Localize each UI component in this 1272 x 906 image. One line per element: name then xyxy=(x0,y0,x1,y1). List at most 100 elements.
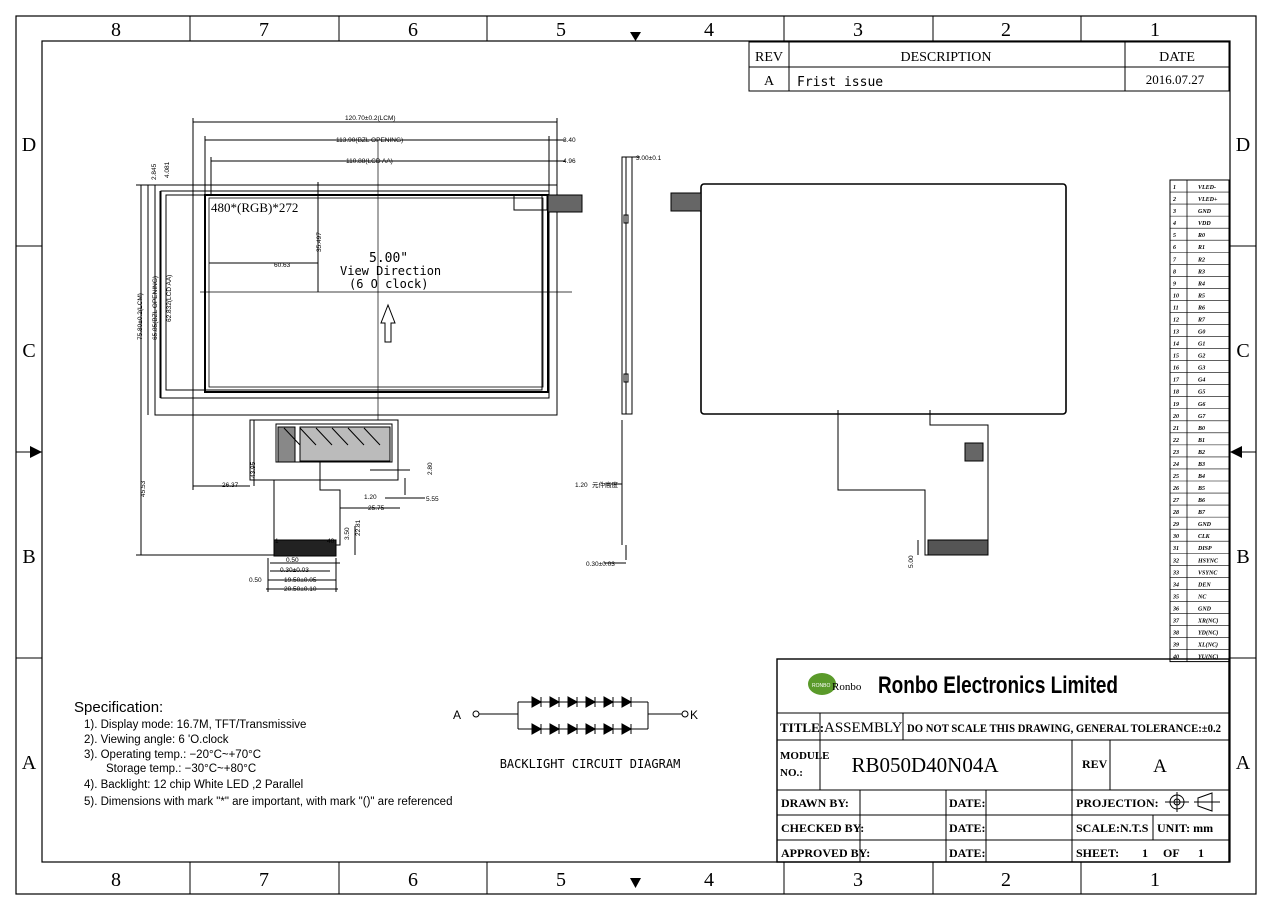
col-label: 7 xyxy=(259,19,269,41)
sheet-label: SHEET: xyxy=(1076,846,1119,860)
pin-signal: G6 xyxy=(1198,402,1205,408)
backlight-circuit xyxy=(472,696,689,735)
row-label: A xyxy=(22,752,37,774)
date-header: DATE xyxy=(1159,50,1195,65)
unit-label: UNIT: mm xyxy=(1157,821,1213,835)
pin-signal: G3 xyxy=(1198,366,1205,372)
pin-number: 5 xyxy=(1173,233,1176,239)
pin-number: 1 xyxy=(1173,185,1176,191)
pin-number: 16 xyxy=(1173,366,1179,372)
date-label: DATE: xyxy=(949,821,985,835)
pin-number: 8 xyxy=(1173,269,1176,275)
title-value: ASSEMBLY xyxy=(824,720,903,736)
backlight-caption: BACKLIGHT CIRCUIT DIAGRAM xyxy=(500,757,681,771)
logo-badge: RONBO xyxy=(812,683,830,689)
pin-number: 35 xyxy=(1172,594,1179,600)
pin-signal: G1 xyxy=(1198,342,1205,348)
pin-number: 24 xyxy=(1172,462,1179,468)
side-view xyxy=(604,156,640,564)
clock-label: (6 O clock) xyxy=(349,277,428,291)
dim-280: 2.80 xyxy=(427,462,434,475)
revision-table: REV DESCRIPTION DATE A Frist issue 2016.… xyxy=(748,41,1230,92)
dim-side-120: 1.20 xyxy=(575,482,588,489)
pin-signal: G2 xyxy=(1198,354,1205,360)
resolution-label: 480*(RGB)*272 xyxy=(211,200,298,215)
pin-number: 28 xyxy=(1172,510,1179,516)
scale-label: SCALE:N.T.S xyxy=(1076,821,1149,835)
col-label: 8 xyxy=(111,869,121,891)
pin-signal: B4 xyxy=(1197,474,1205,480)
pin-number: 25 xyxy=(1172,474,1179,480)
dim-4081: 4.081 xyxy=(164,161,171,178)
pin-number: 22 xyxy=(1172,438,1179,444)
pin-signal: DISP xyxy=(1197,546,1212,552)
rev-label: REV xyxy=(1082,757,1108,771)
dim-120: 1.20 xyxy=(364,494,377,501)
pin-signal: G7 xyxy=(1198,414,1206,420)
pin-signal: B5 xyxy=(1197,486,1205,492)
pin-signal: XL(NC) xyxy=(1197,642,1218,649)
pin-number: 36 xyxy=(1172,606,1179,612)
anode-label: A xyxy=(453,708,461,722)
size-label: 5.00" xyxy=(369,251,408,266)
pin-number: 21 xyxy=(1172,426,1179,432)
led-diode-icon xyxy=(531,696,633,735)
dim-350: 3.50 xyxy=(344,527,351,540)
dim-4395: 43.95 xyxy=(250,461,257,478)
pin-number: 32 xyxy=(1172,558,1179,564)
pin-number: 31 xyxy=(1172,546,1179,552)
pin-number: 17 xyxy=(1173,378,1180,384)
arrow-up-icon xyxy=(380,303,396,343)
pin-signal: R6 xyxy=(1197,305,1205,311)
back-view xyxy=(670,183,1067,556)
pin-signal: CLK xyxy=(1198,534,1211,540)
row-label: D xyxy=(1236,134,1250,156)
dim-back-500: 5.00 xyxy=(908,555,915,568)
pin-signal: B7 xyxy=(1197,510,1206,516)
pin-signal: B6 xyxy=(1197,498,1205,504)
projection-label: PROJECTION: xyxy=(1076,796,1159,810)
pin-number: 26 xyxy=(1172,486,1179,492)
col-label: 4 xyxy=(704,19,714,41)
specification: Specification: 1). Display mode: 16.7M, … xyxy=(74,699,452,808)
pin-number: 10 xyxy=(1173,293,1179,299)
pin-signal: NC xyxy=(1197,594,1207,600)
col-label: 6 xyxy=(408,869,418,891)
description-header: DESCRIPTION xyxy=(900,50,991,65)
front-view-dims: 120.70±0.2(LCM) 113.90(BZL OPENING) 110.… xyxy=(137,115,576,593)
col-label: 3 xyxy=(853,19,863,41)
drawing-frame xyxy=(15,15,1257,895)
dim-lcm-height: 75.80±0.2(LCM) xyxy=(137,293,144,340)
dim-030: 0.30±0.03 xyxy=(280,567,309,574)
approved-by-label: APPROVED BY: xyxy=(781,846,870,860)
pin-signal: R5 xyxy=(1197,293,1205,299)
dim-340: 3.40 xyxy=(563,137,576,144)
company-logo: RONBO Ronbo xyxy=(808,673,862,695)
pin-signal: B1 xyxy=(1197,438,1205,444)
dim-1950: 19.50±0.05 xyxy=(284,577,317,584)
pin-number: 7 xyxy=(1173,257,1177,263)
spec-line: 1). Display mode: 16.7M, TFT/Transmissiv… xyxy=(84,719,306,731)
pin-signal: DEN xyxy=(1197,582,1211,588)
dim-4553: 45.53 xyxy=(140,480,147,497)
pin-number: 13 xyxy=(1173,330,1179,336)
pin-signal: R0 xyxy=(1197,233,1205,239)
view-direction-label: View Direction xyxy=(340,264,441,278)
pin-signal: G4 xyxy=(1198,378,1205,384)
rev-value: A xyxy=(764,74,775,89)
date-label: DATE: xyxy=(949,846,985,860)
dim-2281: 22.81 xyxy=(355,519,362,536)
col-label: 4 xyxy=(704,869,714,891)
col-label: 1 xyxy=(1150,869,1160,891)
pin-number: 40 xyxy=(1172,655,1179,661)
pin-signal: R2 xyxy=(1197,257,1205,263)
pin-number: 37 xyxy=(1172,618,1180,624)
pin-signal: G0 xyxy=(1198,330,1205,336)
col-label: 6 xyxy=(408,19,418,41)
row-label: C xyxy=(1236,340,1249,362)
pin-number: 6 xyxy=(1173,245,1176,251)
spec-title: Specification: xyxy=(74,699,163,716)
pin-number: 39 xyxy=(1172,643,1179,649)
